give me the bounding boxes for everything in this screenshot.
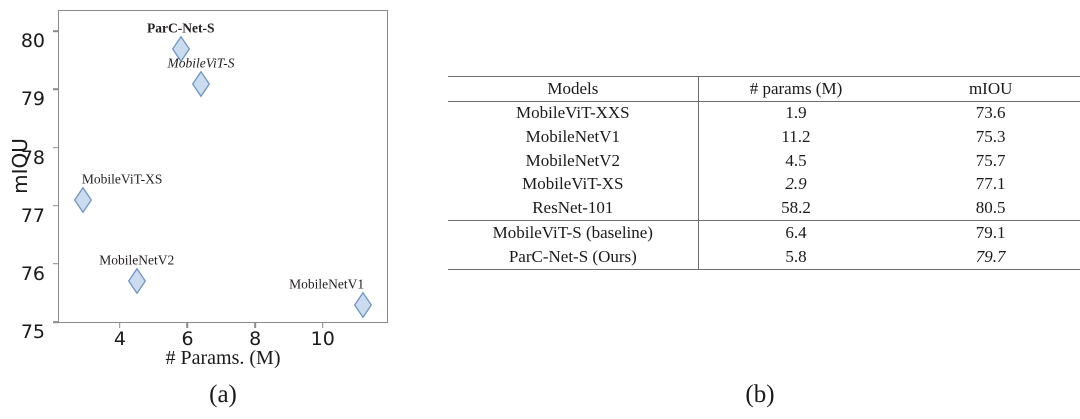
y-tick-mark — [53, 30, 59, 33]
cell-miou: 79.7 — [893, 245, 1080, 270]
table-header: Models # params (M) mIOU — [448, 76, 1080, 102]
table-row: MobileNetV1 11.2 75.3 — [448, 125, 1080, 150]
diamond-marker-icon — [191, 70, 211, 98]
figure-a-caption: (a) — [209, 381, 237, 408]
y-tick-label: 79 — [20, 88, 45, 111]
cell-model-name: MobileViT-XXS — [516, 103, 630, 123]
scatter-point: MobileViT-XS — [73, 171, 162, 214]
cell-model-name: ResNet-101 — [532, 198, 614, 218]
y-tick-label: 76 — [20, 262, 45, 285]
y-tick-label: 78 — [20, 146, 45, 169]
cell-miou: 75.3 — [975, 126, 1006, 146]
scatter-point: MobileViT-S — [168, 55, 235, 98]
x-tick-mark — [254, 322, 256, 328]
figure-a-scatter-panel: mIOU 75 76 77 78 79 80 4 6 8 10 ParC-Net-S MobileVi… — [0, 0, 440, 419]
scatter-point: ParC-Net-S — [147, 20, 214, 63]
cell-params: 4.5 — [697, 149, 894, 173]
results-table: Models # params (M) mIOU MobileViT-XXS 1.… — [448, 76, 1080, 270]
x-tick-label: 8 — [249, 328, 262, 350]
y-axis-title-container: mIOU — [8, 0, 32, 333]
table-row: ResNet-101 58.2 80.5 — [448, 196, 1080, 221]
table-row: MobileNetV2 4.5 75.7 — [448, 149, 1080, 173]
x-tick-label: 4 — [113, 328, 126, 350]
x-tick-mark — [186, 322, 189, 328]
y-tick-mark — [53, 263, 59, 265]
column-header-models: Models — [448, 76, 699, 102]
x-tick-mark — [321, 322, 324, 328]
scatter-plot-frame: 75 76 77 78 79 80 4 6 8 10 ParC-Net-S MobileViT-S Mo… — [21, 10, 388, 350]
cell-params: 11.2 — [697, 125, 894, 150]
column-header-miou: mIOU — [893, 76, 1080, 102]
cell-miou: 80.5 — [975, 198, 1006, 218]
cell-miou: 79.1 — [893, 220, 1080, 246]
y-tick-label: 80 — [20, 30, 45, 53]
y-tick-mark — [53, 146, 59, 149]
y-tick-label: 75 — [20, 321, 45, 343]
table-row: MobileViT-XS 2.9 77.1 — [448, 172, 1080, 197]
x-tick-mark — [119, 322, 121, 328]
cell-model-name: MobileViT-XS — [522, 174, 624, 194]
cell-model-name: ParC-Net-S (Ours) — [448, 245, 699, 270]
scatter-point: MobileNetV2 — [99, 253, 174, 295]
cell-miou: 77.1 — [975, 174, 1006, 194]
y-tick-mark — [53, 204, 59, 207]
scatter-point-label: ParC-Net-S — [146, 20, 215, 36]
scatter-point-label: MobileViT-XS — [81, 171, 163, 187]
y-tick-mark — [53, 88, 59, 91]
table-header-row: Models # params (M) mIOU — [448, 76, 1080, 102]
scatter-point: MobileNetV1 — [289, 276, 373, 319]
diamond-marker-icon — [127, 267, 146, 295]
y-tick-label: 77 — [20, 204, 45, 227]
x-axis-title: # Params. (M) — [165, 347, 281, 369]
scatter-point-label: MobileViT-S — [167, 55, 235, 71]
cell-params: 2.9 — [697, 172, 894, 197]
cell-params: 1.9 — [697, 101, 894, 126]
x-tick-label: 10 — [310, 328, 335, 350]
cell-params: 6.4 — [697, 220, 894, 246]
figure-b-caption: (b) — [745, 381, 775, 408]
cell-params: 58.2 — [697, 196, 894, 221]
table-row: MobileViT-XXS 1.9 73.6 — [448, 101, 1080, 126]
cell-model-name: MobileNetV2 — [525, 150, 621, 170]
x-tick-label: 6 — [181, 328, 194, 350]
cell-miou: 73.6 — [975, 103, 1006, 123]
column-header-params: # params (M) — [697, 76, 894, 102]
scatter-point-label: MobileNetV1 — [289, 276, 365, 292]
y-tick-mark — [53, 321, 59, 323]
cell-model-name: MobileViT-S (baseline) — [448, 220, 699, 246]
figure-b-table-panel: Models # params (M) mIOU MobileViT-XXS 1.… — [440, 0, 1080, 419]
cell-params: 5.8 — [697, 245, 894, 270]
diamond-marker-icon — [171, 35, 190, 63]
scatter-point-label: MobileNetV2 — [99, 252, 175, 268]
cell-model-name: MobileNetV1 — [525, 126, 621, 146]
diamond-marker-icon — [73, 186, 92, 214]
diamond-marker-icon — [354, 291, 373, 319]
cell-miou: 75.7 — [975, 150, 1006, 170]
